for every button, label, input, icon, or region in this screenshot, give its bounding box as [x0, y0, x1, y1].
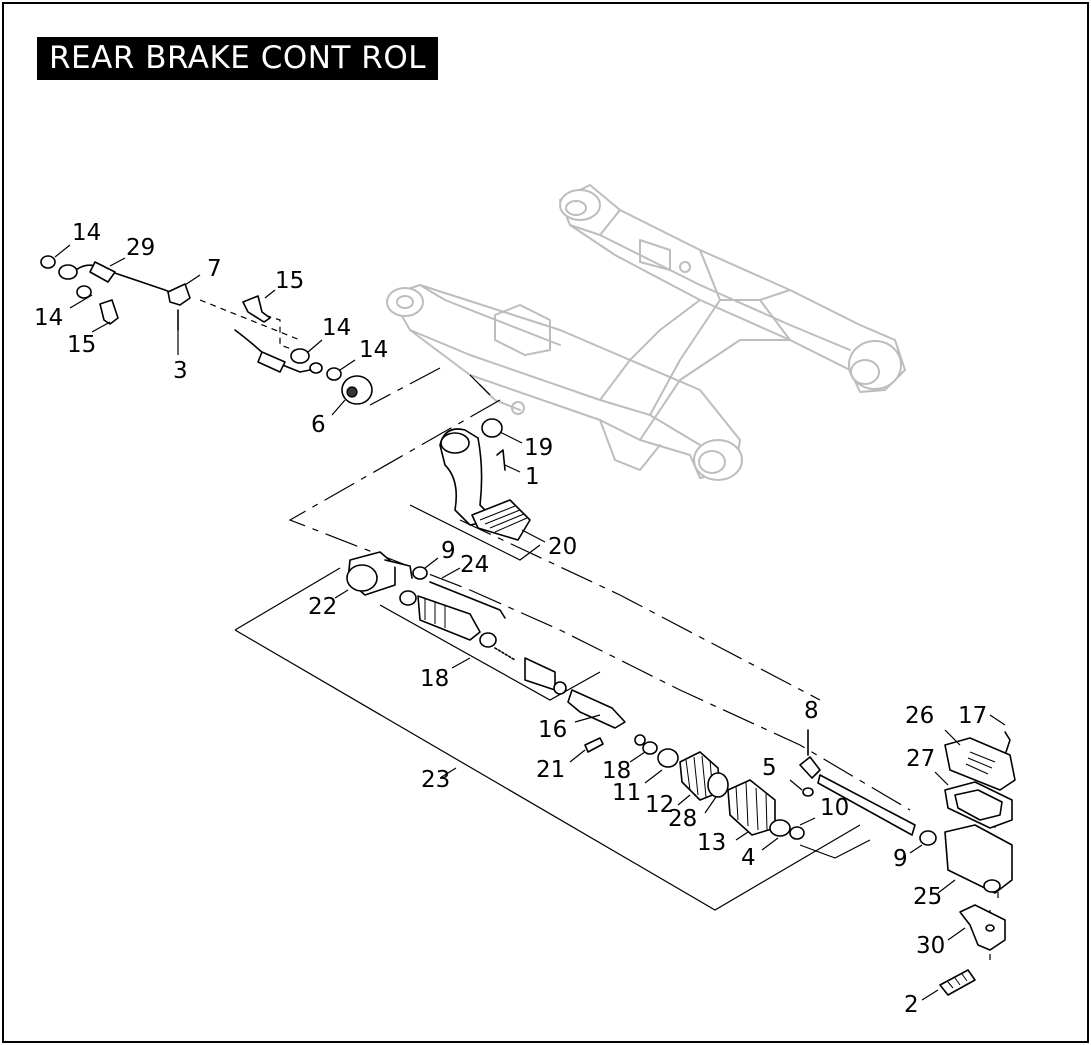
callout-22: 22	[308, 594, 337, 620]
callout-23: 23	[421, 767, 450, 793]
brake-pedal	[439, 418, 531, 541]
callout-30: 30	[916, 933, 945, 959]
brake-line-assembly	[40, 255, 373, 405]
callout-5: 5	[762, 755, 777, 781]
master-cylinder	[346, 551, 658, 755]
callout-1: 1	[525, 464, 540, 490]
callout-4: 4	[741, 845, 756, 871]
callout-20: 20	[548, 534, 577, 560]
callout-8: 8	[804, 698, 819, 724]
callout-11: 11	[612, 780, 641, 806]
callout-12: 12	[645, 792, 674, 818]
leader-lines	[54, 244, 1006, 1001]
callout-6: 6	[311, 412, 326, 438]
callout-9: 9	[441, 538, 456, 564]
diagram-title: REAR BRAKE CONT ROL	[37, 37, 438, 80]
callout-13: 13	[697, 830, 726, 856]
sub-assembly-brackets	[234, 504, 871, 911]
callout-15: 15	[67, 332, 96, 358]
callout-27: 27	[906, 746, 935, 772]
callout-24: 24	[460, 552, 489, 578]
callout-25: 25	[913, 884, 942, 910]
callout-14: 14	[72, 220, 101, 246]
callout-21: 21	[536, 757, 565, 783]
swingarm-ghost	[386, 184, 906, 481]
callout-18: 18	[420, 666, 449, 692]
callout-10: 10	[820, 795, 849, 821]
callout-14: 14	[322, 315, 351, 341]
callout-labels: 14 29 7 14 15 3 15 14 14 6 19 1 20 9 24 …	[34, 220, 987, 1018]
callout-15: 15	[275, 268, 304, 294]
callout-17: 17	[958, 703, 987, 729]
callout-9: 9	[893, 846, 908, 872]
callout-19: 19	[524, 435, 553, 461]
callout-7: 7	[207, 256, 222, 282]
callout-18: 18	[602, 758, 631, 784]
callout-28: 28	[668, 806, 697, 832]
callout-14: 14	[34, 305, 63, 331]
callout-2: 2	[904, 992, 919, 1018]
fluid-reservoir	[919, 731, 1016, 996]
boot-and-spring-stack	[657, 729, 916, 840]
callout-29: 29	[126, 235, 155, 261]
callout-26: 26	[905, 703, 934, 729]
callout-3: 3	[173, 358, 188, 384]
callout-16: 16	[538, 717, 567, 743]
callout-14: 14	[359, 337, 388, 363]
